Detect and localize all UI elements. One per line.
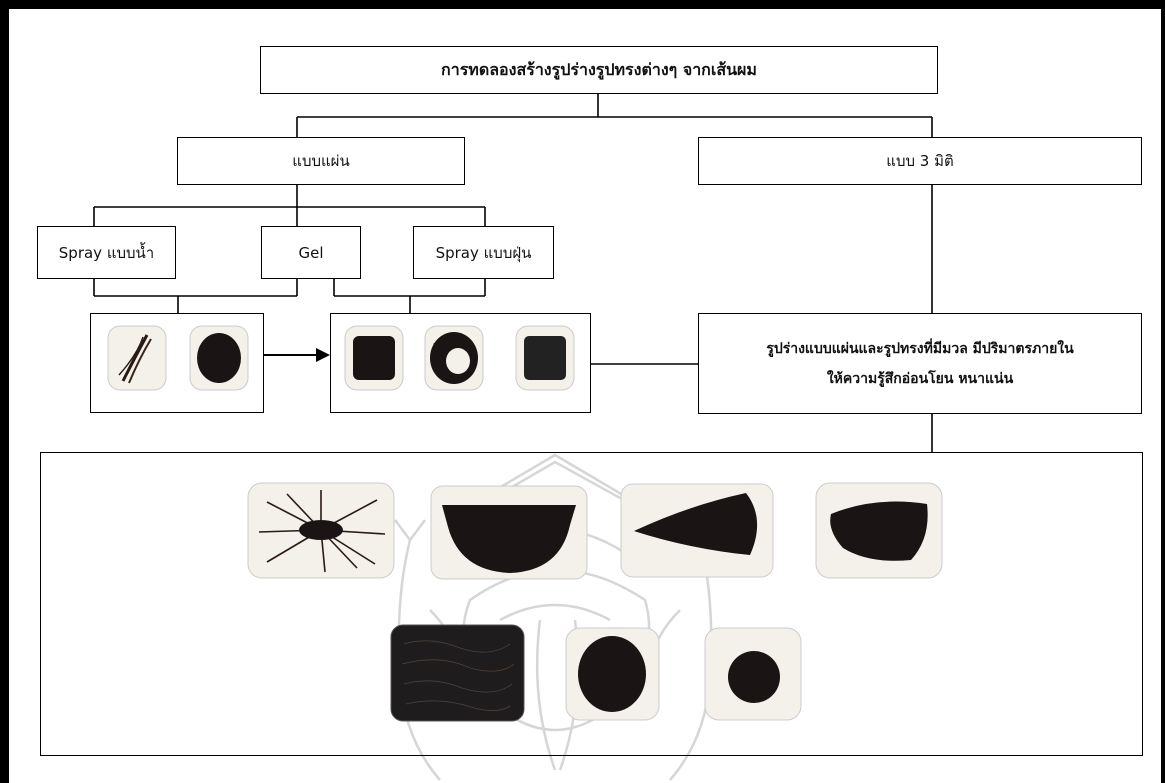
- dense-hair-pad-photo: [189, 325, 249, 391]
- small-hair-ball-photo: [704, 627, 802, 721]
- hair-wedge-photo: [620, 483, 774, 578]
- result-line-2: ให้ความรู้สึกอ่อนโยน หนาแน่น: [827, 364, 1013, 394]
- result-description-box: รูปร่างแบบแผ่นและรูปทรงที่มีมวล มีปริมาต…: [698, 313, 1142, 414]
- result-line-1: รูปร่างแบบแผ่นและรูปทรงที่มีมวล มีปริมาต…: [766, 334, 1073, 364]
- hair-square-photo: [344, 325, 404, 391]
- method-spray-water-label: Spray แบบน้ำ: [59, 241, 154, 265]
- hair-square-photo-2: [515, 325, 575, 391]
- method-spray-water-box: Spray แบบน้ำ: [37, 226, 176, 279]
- hair-folded-sheet-photo: [815, 482, 943, 579]
- starburst-hair-photo: [247, 482, 395, 579]
- branch-3d-box: แบบ 3 มิติ: [698, 137, 1142, 185]
- branch-flat-box: แบบแผ่น: [177, 137, 465, 185]
- dark-hair-panel-photo: [390, 624, 525, 722]
- diagram-title-box: การทดลองสร้างรูปร่างรูปทรงต่างๆ จากเส้นผ…: [260, 46, 938, 94]
- method-gel-box: Gel: [261, 226, 361, 279]
- hair-swirl-photo: [424, 325, 484, 391]
- method-spray-powder-label: Spray แบบฝุ่น: [436, 241, 532, 265]
- diagram-title: การทดลองสร้างรูปร่างรูปทรงต่างๆ จากเส้นผ…: [441, 58, 757, 83]
- loose-strands-photo: [107, 325, 167, 391]
- hair-block-photo: [430, 485, 588, 580]
- branch-3d-label: แบบ 3 มิติ: [886, 149, 953, 173]
- hair-ball-photo: [565, 627, 660, 721]
- method-spray-powder-box: Spray แบบฝุ่น: [413, 226, 554, 279]
- branch-flat-label: แบบแผ่น: [292, 149, 349, 173]
- method-gel-label: Gel: [298, 244, 323, 262]
